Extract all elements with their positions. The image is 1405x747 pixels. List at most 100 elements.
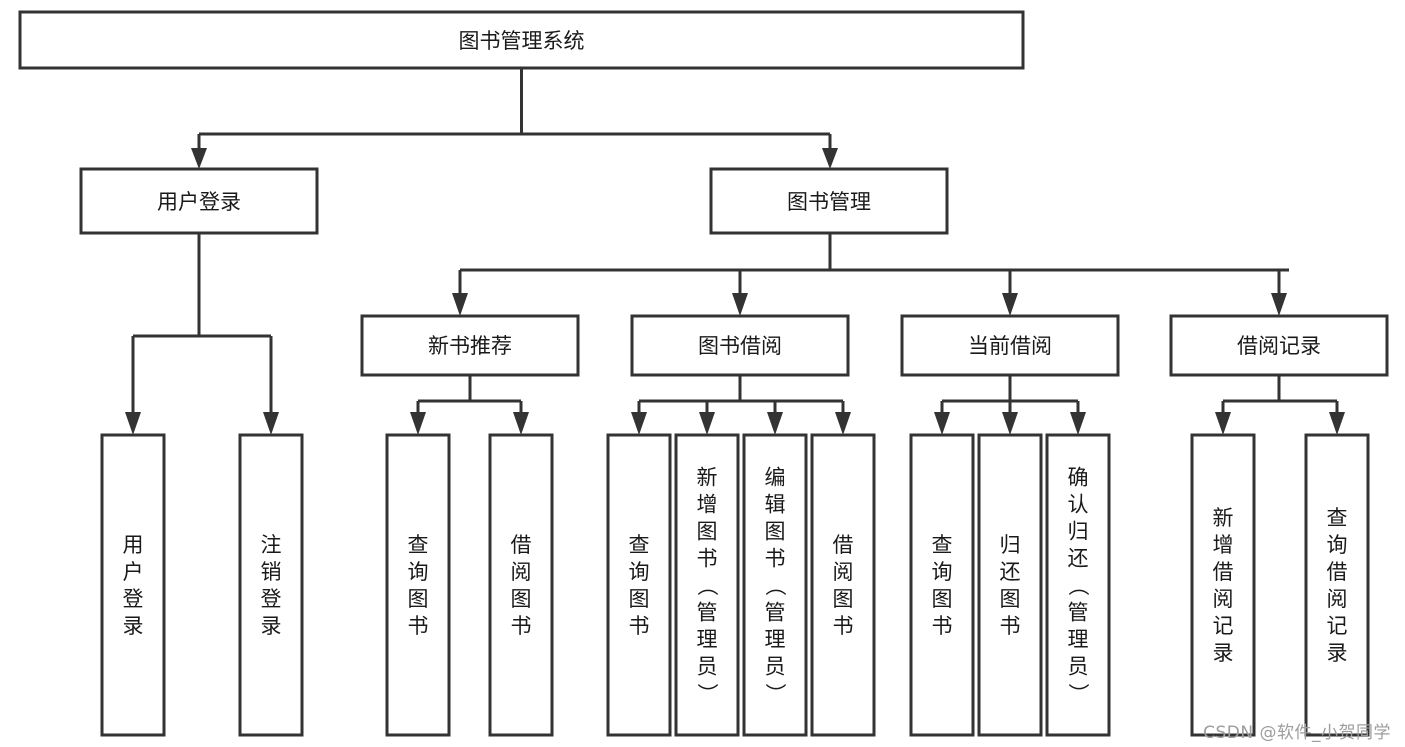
svg-text:新: 新 xyxy=(697,466,718,490)
node-current-borrow[interactable]: 当前借阅 xyxy=(900,314,1120,377)
svg-text:借: 借 xyxy=(511,533,532,557)
svg-text:查: 查 xyxy=(408,533,429,557)
node-leaf-add-book[interactable] xyxy=(674,433,740,737)
arrow-head-book-borrow xyxy=(732,293,748,316)
node-leaf-return-book[interactable] xyxy=(977,433,1043,737)
svg-text:录: 录 xyxy=(1327,641,1348,665)
node-user-login-box[interactable] xyxy=(79,167,319,235)
node-book-manage[interactable]: 图书管理 xyxy=(709,167,949,235)
node-borrow-record[interactable]: 借阅记录 xyxy=(1169,314,1389,377)
node-book-manage-box[interactable] xyxy=(709,167,949,235)
node-leaf-query-book-2[interactable] xyxy=(606,433,672,737)
svg-text:（: （ xyxy=(763,575,787,596)
arrow-head-borrow-record xyxy=(1271,293,1287,316)
node-new-book-rec[interactable]: 新书推荐 xyxy=(360,314,580,377)
node-leaf-return-book-box[interactable] xyxy=(977,433,1043,737)
svg-text:书: 书 xyxy=(408,614,429,638)
leaf-label-layer: 用户登录注销登录查询图书借阅图书查询图书新增图书（管理员）编辑图书（管理员）借阅… xyxy=(123,466,1348,705)
node-leaf-edit-book[interactable] xyxy=(742,433,808,737)
node-leaf-borrow-book-2-box[interactable] xyxy=(810,433,876,737)
svg-text:理: 理 xyxy=(765,628,786,652)
svg-text:）: ） xyxy=(695,683,719,704)
node-leaf-user-login-box[interactable] xyxy=(100,433,166,737)
svg-text:图: 图 xyxy=(511,587,532,611)
svg-text:图: 图 xyxy=(833,587,854,611)
svg-text:图: 图 xyxy=(765,520,786,544)
svg-text:管: 管 xyxy=(1068,601,1089,625)
node-leaf-user-login[interactable] xyxy=(100,433,166,737)
svg-text:员: 员 xyxy=(697,655,718,679)
node-root[interactable]: 图书管理系统 xyxy=(18,10,1025,70)
arrow-head-leaf-user-login xyxy=(125,412,141,435)
connector-layer xyxy=(125,68,1345,435)
arrow-head-user-login xyxy=(191,148,207,169)
node-book-borrow[interactable]: 图书借阅 xyxy=(630,314,850,377)
arrow-head-current-borrow xyxy=(1002,293,1018,316)
node-leaf-add-record[interactable] xyxy=(1190,433,1256,737)
svg-text:（: （ xyxy=(1066,575,1090,596)
svg-text:询: 询 xyxy=(408,560,429,584)
node-user-login[interactable]: 用户登录 xyxy=(79,167,319,235)
node-leaf-add-book-box[interactable] xyxy=(674,433,740,737)
svg-text:阅: 阅 xyxy=(833,560,854,584)
svg-text:图: 图 xyxy=(408,587,429,611)
node-root-box[interactable] xyxy=(18,10,1025,70)
svg-text:管: 管 xyxy=(697,601,718,625)
node-leaf-borrow-book-1-box[interactable] xyxy=(488,433,554,737)
svg-text:员: 员 xyxy=(765,655,786,679)
svg-text:书: 书 xyxy=(765,547,786,571)
node-new-book-rec-box[interactable] xyxy=(360,314,580,377)
svg-text:认: 认 xyxy=(1068,493,1089,517)
svg-text:查: 查 xyxy=(932,533,953,557)
node-leaf-borrow-book-1[interactable] xyxy=(488,433,554,737)
svg-text:销: 销 xyxy=(261,560,282,584)
svg-text:询: 询 xyxy=(1327,533,1348,557)
node-leaf-logout-login[interactable] xyxy=(238,433,304,737)
node-leaf-add-record-box[interactable] xyxy=(1190,433,1256,737)
arrow-head-leaf-query-book-1 xyxy=(410,412,426,435)
node-leaf-query-book-3-box[interactable] xyxy=(909,433,975,737)
arrow-head-leaf-add-book xyxy=(699,412,715,435)
node-leaf-query-record-box[interactable] xyxy=(1304,433,1370,737)
node-leaf-confirm-return-box[interactable] xyxy=(1045,433,1111,737)
arrow-head-leaf-query-book-3 xyxy=(934,412,950,435)
svg-text:增: 增 xyxy=(1213,533,1234,557)
svg-text:还: 还 xyxy=(1000,560,1021,584)
arrow-head-leaf-return-book xyxy=(1002,412,1018,435)
node-leaf-query-record[interactable] xyxy=(1304,433,1370,737)
node-book-borrow-box[interactable] xyxy=(630,314,850,377)
node-leaf-query-book-1[interactable] xyxy=(385,433,451,737)
node-leaf-edit-book-box[interactable] xyxy=(742,433,808,737)
arrow-head-leaf-query-book-2 xyxy=(631,412,647,435)
svg-text:辑: 辑 xyxy=(765,493,786,517)
node-leaf-query-book-3[interactable] xyxy=(909,433,975,737)
svg-text:图: 图 xyxy=(697,520,718,544)
node-leaf-query-book-1-box[interactable] xyxy=(385,433,451,737)
svg-text:询: 询 xyxy=(932,560,953,584)
node-leaf-borrow-book-2[interactable] xyxy=(810,433,876,737)
node-borrow-record-box[interactable] xyxy=(1169,314,1389,377)
svg-text:图: 图 xyxy=(629,587,650,611)
node-leaf-confirm-return[interactable] xyxy=(1045,433,1111,737)
node-leaf-query-book-2-box[interactable] xyxy=(606,433,672,737)
svg-text:注: 注 xyxy=(261,533,282,557)
svg-text:归: 归 xyxy=(1000,533,1021,557)
node-borrow-record-label: 借阅记录 xyxy=(1237,334,1321,358)
node-leaf-logout-login-box[interactable] xyxy=(238,433,304,737)
arrow-head-book-manage xyxy=(822,148,838,169)
svg-text:阅: 阅 xyxy=(511,560,532,584)
svg-text:借: 借 xyxy=(833,533,854,557)
svg-text:理: 理 xyxy=(697,628,718,652)
svg-text:增: 增 xyxy=(697,493,718,517)
arrow-head-new-book-rec xyxy=(452,293,468,316)
node-current-borrow-box[interactable] xyxy=(900,314,1120,377)
arrow-head-leaf-query-record xyxy=(1329,412,1345,435)
